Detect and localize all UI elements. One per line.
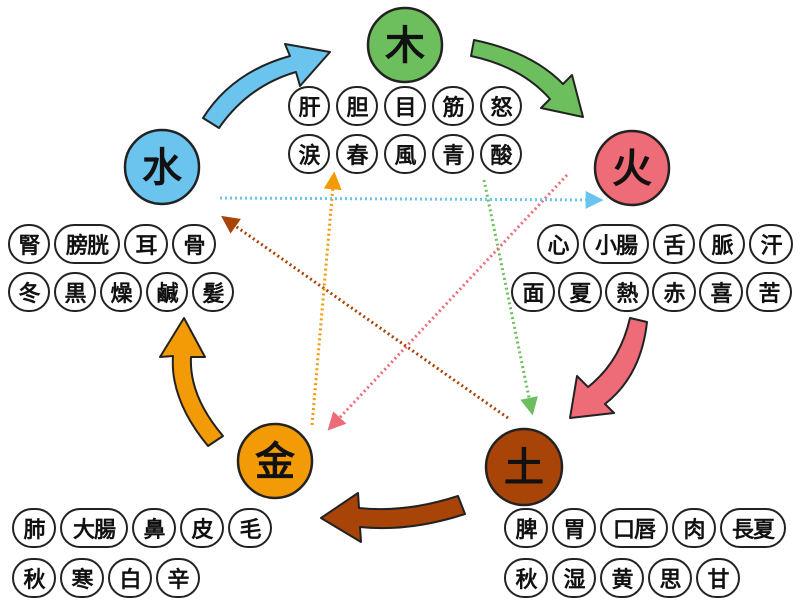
metal-tag: 寒 bbox=[60, 558, 104, 598]
controlling-cycle bbox=[219, 171, 604, 431]
earth-tag: 秋 bbox=[504, 558, 548, 598]
fire-tag: 面 bbox=[511, 272, 555, 312]
element-water: 水 bbox=[123, 128, 201, 206]
water-tag: 燥 bbox=[100, 272, 142, 312]
earth-tag: 思 bbox=[648, 558, 692, 598]
wood-tag: 青 bbox=[432, 134, 474, 174]
earth-tag: 脾 bbox=[504, 508, 548, 548]
fire-tag: 赤 bbox=[652, 272, 696, 312]
fire-tag: 夏 bbox=[558, 272, 602, 312]
element-earth: 土 bbox=[484, 427, 564, 507]
fire-tag: 熱 bbox=[605, 272, 649, 312]
wood-tag: 胆 bbox=[336, 86, 378, 126]
wood-tag: 怒 bbox=[480, 86, 522, 126]
element-label-water: 水 bbox=[142, 145, 183, 191]
fire-tag: 苦 bbox=[746, 272, 792, 312]
earth-tag: 黄 bbox=[600, 558, 644, 598]
metal-tag: 大腸 bbox=[60, 508, 128, 548]
water-tag: 膀胱 bbox=[54, 224, 120, 264]
metal-tag: 辛 bbox=[156, 558, 200, 598]
element-circle-water bbox=[123, 128, 201, 206]
water-tag: 耳 bbox=[124, 224, 168, 264]
element-circle-wood bbox=[366, 6, 444, 84]
arrow-metal-to-water bbox=[159, 317, 224, 447]
metal-tag: 白 bbox=[108, 558, 152, 598]
metal-tag: 皮 bbox=[180, 508, 224, 548]
element-circle-metal bbox=[236, 422, 314, 500]
arrow-metal-to-wood bbox=[310, 171, 342, 426]
fire-tag: 汗 bbox=[749, 224, 793, 264]
fire-tag: 喜 bbox=[699, 272, 743, 312]
water-tag: 骨 bbox=[172, 224, 216, 264]
earth-tag: 長夏 bbox=[720, 508, 786, 548]
fire-tag: 脈 bbox=[699, 224, 745, 264]
arrow-earth-to-water bbox=[221, 215, 509, 420]
metal-tag: 秋 bbox=[12, 558, 56, 598]
element-fire: 火 bbox=[593, 129, 671, 207]
element-circle-fire bbox=[593, 129, 671, 207]
earth-tag: 肉 bbox=[672, 508, 716, 548]
water-tag: 腎 bbox=[8, 224, 50, 264]
water-tag: 髪 bbox=[192, 272, 234, 312]
element-label-metal: 金 bbox=[254, 439, 296, 485]
earth-tag: 口唇 bbox=[600, 508, 668, 548]
wood-tag: 風 bbox=[384, 134, 426, 174]
arrow-earth-to-metal bbox=[320, 492, 466, 543]
arrow-fire-to-earth bbox=[569, 317, 648, 419]
metal-tag: 肺 bbox=[12, 508, 56, 548]
water-tag: 冬 bbox=[8, 272, 50, 312]
earth-tag: 甘 bbox=[696, 558, 740, 598]
fire-tag: 心 bbox=[537, 224, 579, 264]
element-circle-earth bbox=[484, 427, 564, 507]
wood-tag: 筋 bbox=[432, 86, 474, 126]
wood-tag: 涙 bbox=[288, 134, 330, 174]
element-label-earth: 土 bbox=[504, 445, 544, 491]
wood-tag: 目 bbox=[384, 86, 426, 126]
element-label-fire: 火 bbox=[612, 146, 652, 192]
generating-cycle bbox=[159, 39, 648, 543]
arrow-water-to-wood bbox=[202, 43, 331, 129]
water-tag: 黒 bbox=[54, 272, 96, 312]
metal-tag: 鼻 bbox=[132, 508, 176, 548]
earth-tag: 湿 bbox=[552, 558, 596, 598]
wood-tag: 酸 bbox=[480, 134, 522, 174]
element-metal: 金 bbox=[236, 422, 314, 500]
metal-tag: 毛 bbox=[228, 508, 272, 548]
wood-tag: 肝 bbox=[288, 86, 330, 126]
arrow-wood-to-fire bbox=[470, 39, 584, 118]
water-tag: 鹹 bbox=[146, 272, 188, 312]
fire-tag: 小腸 bbox=[583, 224, 649, 264]
wood-tag: 春 bbox=[336, 134, 378, 174]
arrow-water-to-fire bbox=[219, 190, 604, 209]
element-wood: 木 bbox=[366, 6, 444, 84]
fire-tag: 舌 bbox=[653, 224, 695, 264]
earth-tag: 胃 bbox=[552, 508, 596, 548]
element-label-wood: 木 bbox=[385, 23, 425, 69]
